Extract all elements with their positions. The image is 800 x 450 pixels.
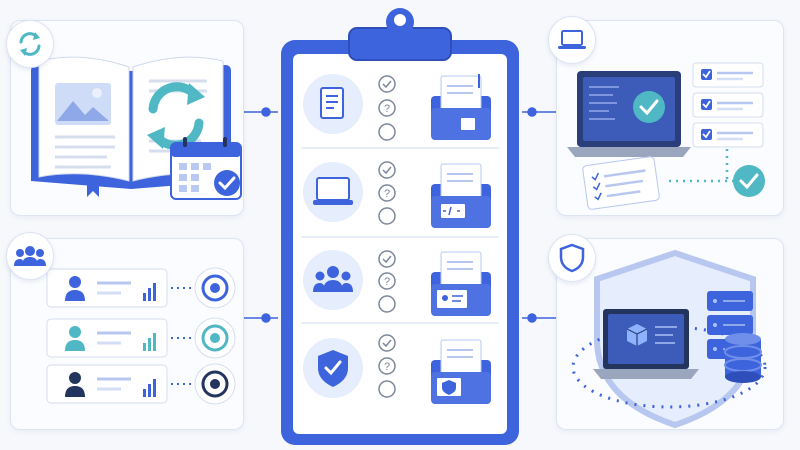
- svg-text:?: ?: [384, 361, 390, 373]
- list-item: [46, 268, 193, 308]
- panel-security: [556, 238, 784, 430]
- calendar-check-icon: [170, 137, 242, 200]
- panel-team-goals: [10, 238, 244, 430]
- group-icon: [6, 232, 54, 280]
- panel-scheduling: [10, 20, 244, 216]
- laptop-icon: [548, 16, 596, 64]
- team-icon: [313, 266, 353, 292]
- laptop-cube-icon: [593, 309, 699, 379]
- database-icon: [724, 333, 762, 383]
- list-item: [46, 364, 193, 404]
- sync-icon: [6, 20, 54, 68]
- team-goals-illustration: [46, 267, 236, 405]
- clipboard-checklist: ? ?: [281, 8, 519, 445]
- folder-shield-icon: [431, 339, 491, 404]
- checklist-row: ?: [303, 74, 491, 141]
- checklist-icon: [692, 62, 764, 148]
- status-icons: ?: [378, 75, 396, 141]
- status-icons: ?: [378, 161, 396, 225]
- folder-id-card-icon: [431, 251, 491, 316]
- checklist-row: ?: [303, 334, 491, 404]
- list-item: [46, 318, 193, 358]
- checklist-row: ?: [303, 250, 491, 316]
- folder-chart-icon: [431, 74, 491, 140]
- folder-code-icon: [431, 163, 491, 228]
- notepad-icon: [582, 156, 660, 210]
- shield-check-icon: [318, 350, 348, 387]
- svg-text:?: ?: [384, 188, 390, 200]
- open-book-illustration: [31, 56, 242, 200]
- check-circle-icon: [733, 165, 765, 197]
- shield-icon: [548, 234, 596, 282]
- security-illustration: [571, 249, 767, 429]
- task-tracking-illustration: [567, 62, 765, 210]
- checklist-row: ?: [303, 161, 491, 228]
- svg-text:?: ?: [384, 103, 390, 115]
- laptop-icon: [313, 177, 353, 205]
- panel-task-tracking: [556, 20, 784, 216]
- status-icons: ?: [378, 334, 396, 398]
- target-icon: [194, 267, 236, 405]
- status-icons: ?: [378, 250, 396, 313]
- svg-text:?: ?: [384, 276, 390, 288]
- document-icon: [320, 87, 344, 119]
- laptop-check-icon: [567, 71, 691, 157]
